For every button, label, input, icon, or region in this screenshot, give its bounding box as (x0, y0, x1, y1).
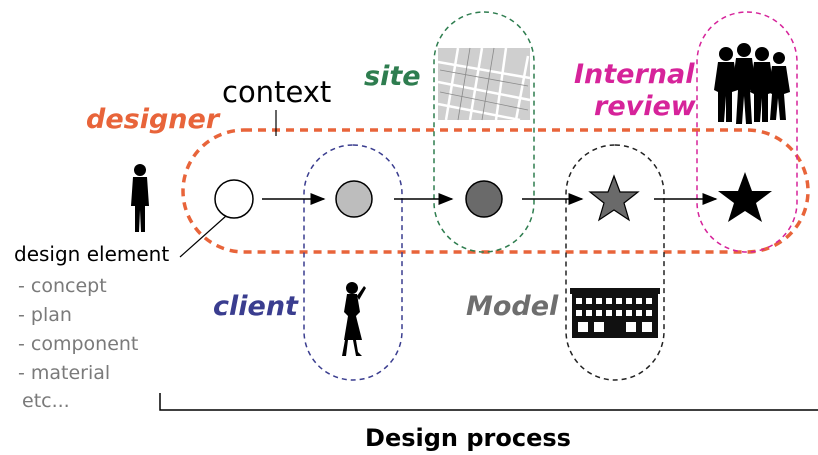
design-element-label: design element (14, 242, 169, 266)
client-loop (303, 144, 403, 381)
woman-silhouette-icon (342, 282, 366, 356)
internal-review-label-line1: Internal (574, 59, 695, 90)
design-element-pointer (179, 215, 227, 258)
designer-loop (181, 128, 810, 254)
site-loop (433, 11, 535, 253)
site-label: site (364, 61, 421, 92)
design-process-label: Design process (365, 424, 571, 452)
design-element-item: - component (18, 333, 138, 355)
design-element-item: etc... (22, 390, 70, 412)
model-label: Model (466, 291, 559, 322)
step-model-star (588, 174, 640, 222)
site-map-icon (437, 47, 531, 122)
step-review-star (718, 172, 772, 222)
man-silhouette-icon (131, 164, 149, 232)
process-axis (159, 393, 818, 411)
context-label: context (222, 75, 331, 109)
step-site (465, 180, 503, 218)
designer-label: designer (86, 104, 221, 135)
design-element-item: - concept (18, 275, 107, 297)
building-icon (570, 288, 660, 338)
internal-review-loop (696, 11, 798, 253)
step-client (335, 180, 373, 218)
model-loop (565, 144, 665, 381)
internal-review-label-line2: review (594, 91, 697, 122)
design-element-item: - plan (18, 304, 72, 326)
design-element-item: - material (18, 362, 110, 384)
client-label: client (213, 291, 299, 322)
step-design-element (214, 179, 254, 219)
group-silhouette-icon (714, 43, 790, 124)
